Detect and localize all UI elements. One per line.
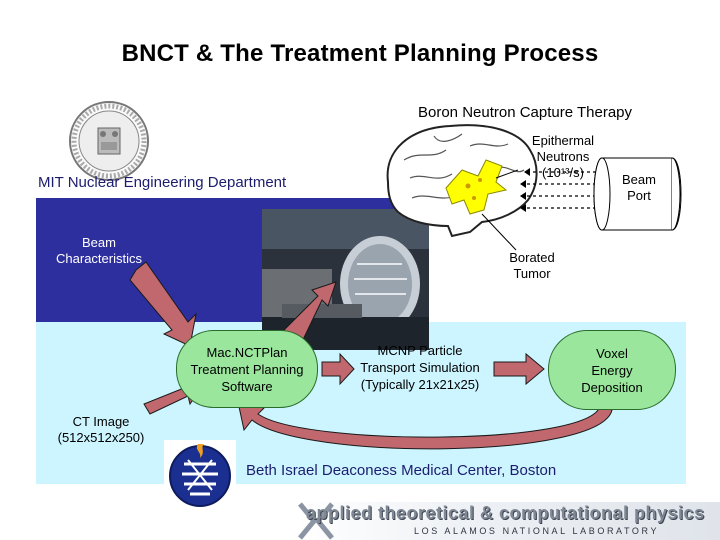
arrow-mac-to-mcnp [321,352,355,386]
mit-seal-logo [69,101,149,181]
x-mark-icon [298,502,334,540]
footer-lanl-text: LOS ALAMOS NATIONAL LABORATORY [414,526,660,536]
beam-port-label: Beam Port [622,172,656,203]
ct-image-label: CT Image (512x512x250) [57,414,145,445]
arrow-beam-to-mac [129,261,197,347]
arrow-voxel-to-mac [237,401,613,450]
beam-port-cylinder [593,157,682,231]
neutron-arrows [526,171,596,209]
macnctplan-box: Mac.NCTPlan Treatment Planning Software [176,330,318,408]
lanl-footer-banner: applied theoretical & computational phys… [296,502,720,540]
slide-title: BNCT & The Treatment Planning Process [121,40,599,67]
bidmc-logo [164,440,236,510]
footer-atcp-text: applied theoretical & computational phys… [306,503,705,523]
mit-department-label: MIT Nuclear Engineering Department [38,174,287,191]
bidmc-label: Beth Israel Deaconess Medical Center, Bo… [246,462,557,479]
voxel-energy-box: Voxel Energy Deposition [548,330,676,410]
mcnp-simulation-label: MCNP Particle Transport Simulation (Typi… [360,343,480,392]
arrow-mcnp-to-voxel [493,352,545,386]
tumor-shape [445,159,508,215]
arrow-mac-to-photo [283,281,337,347]
bnct-subtitle: Boron Neutron Capture Therapy [418,104,633,121]
beam-characteristics-label: Beam Characteristics [56,235,142,266]
borated-tumor-label: Borated Tumor [509,250,555,281]
epithermal-neutrons-label: Epithermal Neutrons (10¹³/s) [531,133,595,180]
